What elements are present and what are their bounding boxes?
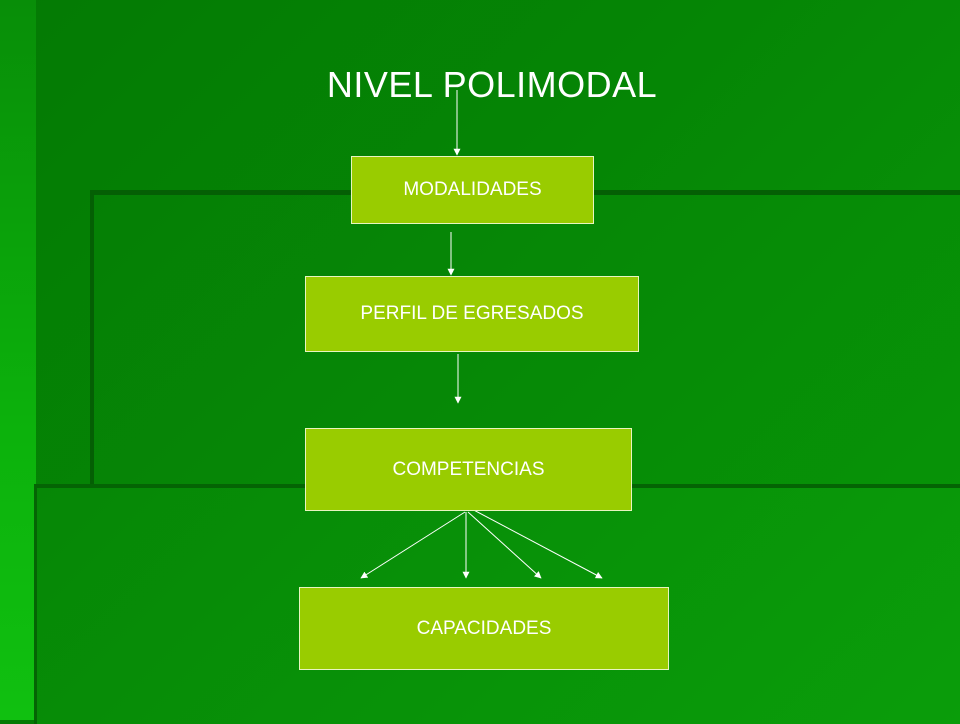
modalidades-label: MODALIDADES xyxy=(403,179,542,200)
modalidades-box: MODALIDADES xyxy=(351,156,594,224)
competencias-box: COMPETENCIAS xyxy=(305,428,632,511)
capacidades-label: CAPACIDADES xyxy=(416,617,552,639)
capacidades-box: CAPACIDADES xyxy=(299,587,669,670)
competencias-label: COMPETENCIAS xyxy=(392,458,545,480)
background-left-strip xyxy=(0,0,36,720)
perfil-de-egresados-label: PERFIL DE EGRESADOS xyxy=(360,303,584,324)
perfil-de-egresados-box: PERFIL DE EGRESADOS xyxy=(305,276,639,352)
diagram-title: NIVEL POLIMODAL xyxy=(326,64,658,105)
